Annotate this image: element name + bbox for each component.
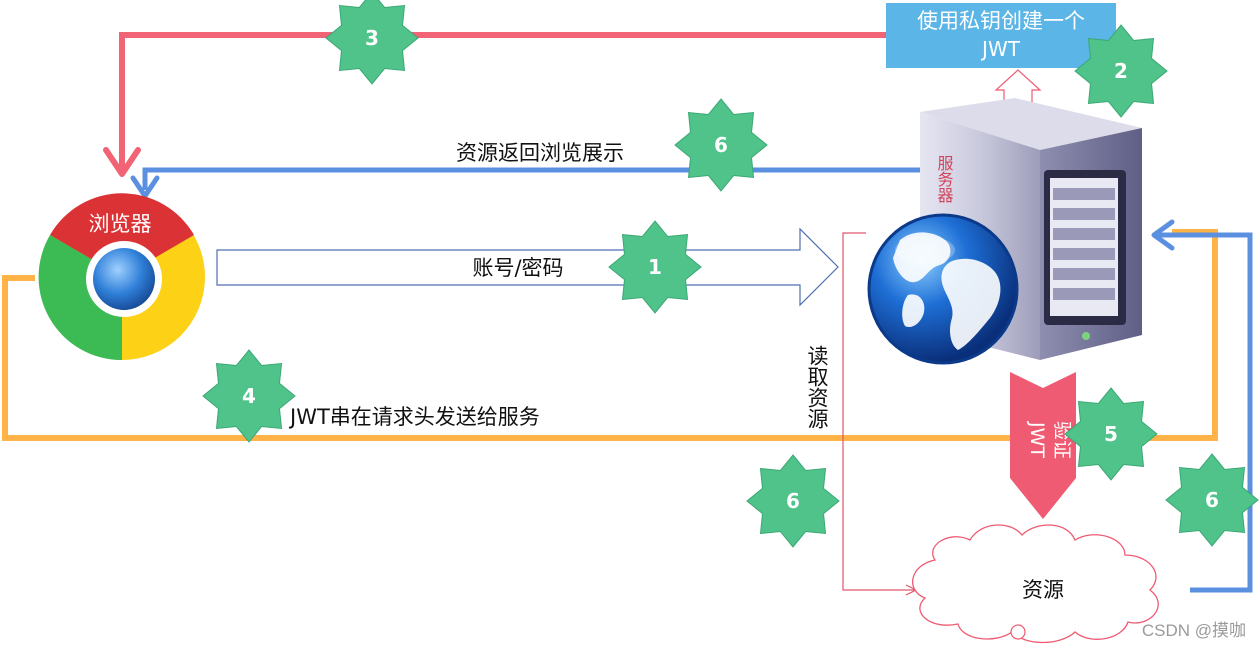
resource-cloud	[912, 524, 1159, 644]
flow-orange-line	[2, 229, 1218, 441]
badge-step-6b: 6	[746, 454, 840, 548]
flow-blue-return-line	[142, 167, 945, 190]
flow-read-resource-label: 读取资源	[805, 345, 829, 429]
badge-label-step-6a: 6	[714, 133, 728, 157]
badge-label-step-2: 2	[1114, 59, 1128, 83]
flow-read-resource-line	[842, 232, 915, 591]
badge-step-5: 5	[1064, 387, 1158, 481]
flow-return-resource-label: 资源返回浏览展示	[456, 141, 624, 165]
flow-blue-return-arrowhead	[130, 175, 160, 199]
badge-star-step-6c	[1165, 453, 1259, 547]
badge-step-6a: 6	[674, 98, 768, 192]
flow-jwt-in-header-label: JWT串在请求头发送给服务	[288, 405, 540, 429]
login-block-arrow	[216, 227, 839, 307]
flow-blue-resource-line	[1158, 232, 1253, 593]
browser-label: 浏览器	[89, 212, 152, 236]
badge-step-1: 1	[608, 220, 702, 314]
badge-label-step-6b: 6	[786, 489, 800, 513]
flow-red-line	[119, 32, 886, 170]
badge-star-step-4	[202, 349, 296, 443]
globe-icon	[867, 213, 1019, 365]
badge-step-6c: 6	[1165, 453, 1259, 547]
verify-arrow	[1010, 372, 1076, 519]
badge-label-step-4: 4	[242, 384, 256, 408]
verify-label-line1: 验证	[1051, 421, 1073, 459]
badge-label-step-1: 1	[648, 255, 662, 279]
badge-star-step-1	[608, 220, 702, 314]
flow-login-label: 账号/密码	[472, 256, 563, 280]
resource-cloud-bubble	[1010, 624, 1026, 640]
jwt-create-box	[886, 3, 1116, 68]
verify-label-line2: JWT	[1026, 421, 1048, 458]
browser-chrome-icon	[38, 193, 205, 361]
server-label: 服务器	[935, 155, 954, 203]
badge-step-2: 2	[1074, 24, 1168, 118]
watermark: CSDN @摸咖	[1142, 621, 1246, 640]
flow-blue-resource-arrowhead	[1151, 219, 1175, 251]
badge-star-step-6a	[674, 98, 768, 192]
jwt-box-line1: 使用私钥创建一个	[917, 9, 1085, 33]
badge-star-step-5	[1064, 387, 1158, 481]
badge-label-step-6c: 6	[1205, 488, 1219, 512]
badge-star-step-3	[325, 0, 419, 85]
badge-star-step-6b	[746, 454, 840, 548]
jwt-box-line2: JWT	[980, 37, 1021, 61]
badge-step-4: 4	[202, 349, 296, 443]
badge-label-step-5: 5	[1104, 422, 1118, 446]
badge-step-3: 3	[325, 0, 419, 85]
badge-star-step-2	[1074, 24, 1168, 118]
flow-red-arrowhead	[103, 147, 141, 177]
badge-label-step-3: 3	[365, 26, 379, 50]
resource-label: 资源	[1022, 578, 1064, 602]
step-badges: 1 2 3 4 5 6 6 6	[202, 0, 1259, 548]
